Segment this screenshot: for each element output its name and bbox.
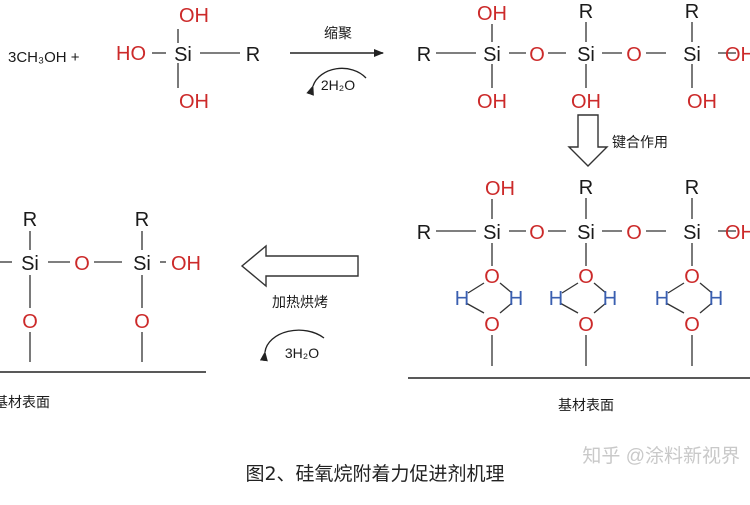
water-release-arrow-2 xyxy=(259,329,325,362)
cured-r-1: R xyxy=(23,209,37,231)
cured-o-bridge: O xyxy=(74,253,90,275)
bonded-oh-3-right: OH xyxy=(725,222,750,244)
oligomer-si-1: Si xyxy=(483,44,501,66)
substrate-label-left: 基材表面 xyxy=(0,394,50,410)
water-release-arrow-1 xyxy=(306,67,367,96)
oligomer-oh-1-bottom: OH xyxy=(477,91,507,113)
curing-label: 加热烘烤 xyxy=(272,294,328,310)
bonded-o-2: O xyxy=(626,222,642,244)
cured-surface-o-2: O xyxy=(134,311,150,333)
bonded-si-3: Si xyxy=(683,222,701,244)
hbond-h-3a: H xyxy=(655,288,669,310)
bonded-r-2: R xyxy=(579,177,593,199)
bonded-oh-1-top: OH xyxy=(485,178,515,200)
condensation-label: 缩聚 xyxy=(324,25,352,41)
cured-surface-o-1: O xyxy=(22,311,38,333)
silanol-o-3: O xyxy=(684,266,700,288)
hbond-h-2b: H xyxy=(603,288,617,310)
bonded-o-1: O xyxy=(529,222,545,244)
bond-lines xyxy=(0,22,736,366)
curing-arrow xyxy=(240,244,359,288)
hbond-h-1b: H xyxy=(509,288,523,310)
oligomer-r-left: R xyxy=(417,44,431,66)
bonded-si-1: Si xyxy=(483,222,501,244)
bonded-r-left: R xyxy=(417,222,431,244)
water-3-label: 3H₂O xyxy=(285,345,319,361)
substrate-label-right: 基材表面 xyxy=(558,397,614,413)
oligomer-oh-1-top: OH xyxy=(477,3,507,25)
oh-top: OH xyxy=(179,5,209,27)
bonded-r-3: R xyxy=(685,177,699,199)
cured-si-2: Si xyxy=(133,253,151,275)
silanol-o-2: O xyxy=(578,266,594,288)
oligomer-r-3: R xyxy=(685,1,699,23)
cured-r-2: R xyxy=(135,209,149,231)
cured-oh-right: OH xyxy=(171,253,201,275)
surface-o-2: O xyxy=(578,314,594,336)
bonded-si-2: Si xyxy=(577,222,595,244)
r-group: R xyxy=(246,44,260,66)
figure-caption: 图2、硅氧烷附着力促进剂机理 xyxy=(245,463,505,485)
surface-o-3: O xyxy=(684,314,700,336)
surface-o-1: O xyxy=(484,314,500,336)
oligomer-o-2: O xyxy=(626,44,642,66)
oligomer-o-1: O xyxy=(529,44,545,66)
ho-left: HO xyxy=(116,43,146,65)
oh-bottom: OH xyxy=(179,91,209,113)
watermark: 知乎 @涂料新视界 xyxy=(582,445,740,467)
oligomer-oh-3-bottom: OH xyxy=(687,91,717,113)
oligomer-si-2: Si xyxy=(577,44,595,66)
oligomer-r-2: R xyxy=(579,1,593,23)
hbond-h-1a: H xyxy=(455,288,469,310)
oligomer-oh-3-right: OH xyxy=(725,44,750,66)
methanol-label: 3CH₃OH + xyxy=(8,49,80,66)
water-2-label: 2H₂O xyxy=(321,77,355,93)
bonding-label: 键合作用 xyxy=(612,134,668,150)
hbond-h-2a: H xyxy=(549,288,563,310)
si-center: Si xyxy=(174,44,192,66)
oligomer-oh-2-bottom: OH xyxy=(571,91,601,113)
silanol-o-1: O xyxy=(484,266,500,288)
bonding-arrow xyxy=(567,114,609,167)
hbond-h-3b: H xyxy=(709,288,723,310)
oligomer-si-3: Si xyxy=(683,44,701,66)
cured-si-1: Si xyxy=(21,253,39,275)
